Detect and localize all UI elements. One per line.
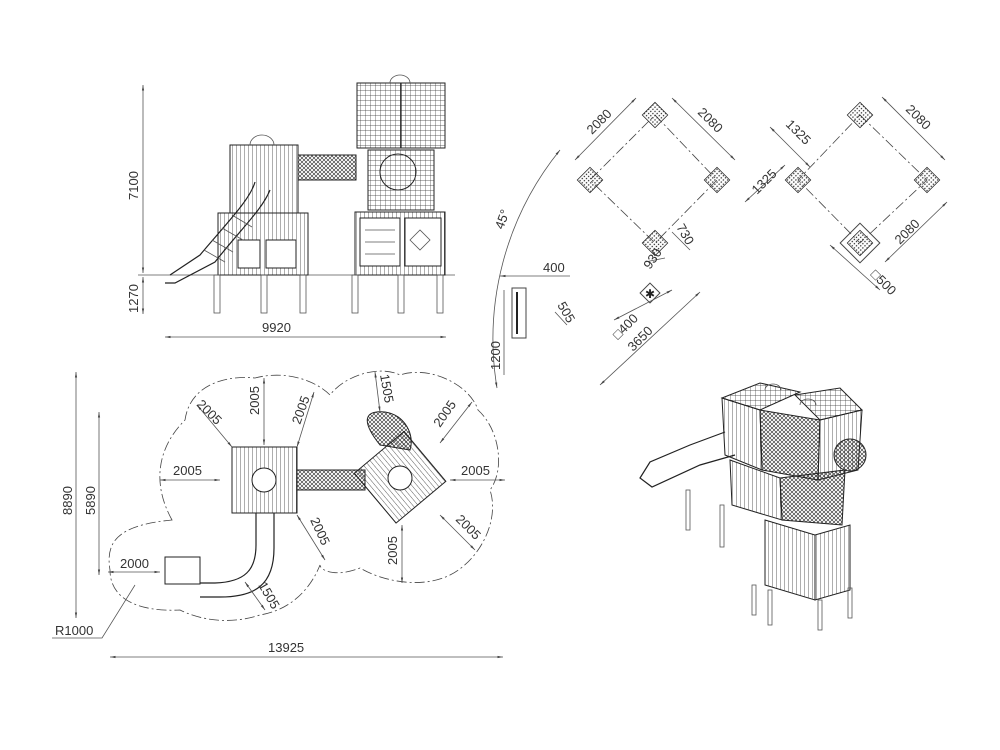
dim-right-side-a: 1325: [783, 117, 814, 148]
dim-zone-3: 2005: [289, 394, 313, 426]
dim-zone-5: 2005: [307, 515, 333, 548]
dim-zone-7: 2005: [461, 463, 490, 478]
dim-zone-1: 2005: [194, 397, 225, 428]
dim-width-total: 13925: [268, 640, 304, 655]
dim-width: 9920: [262, 320, 291, 335]
dim-right-footing-size: □500: [868, 267, 899, 298]
dim-left-side-a: 2080: [584, 106, 615, 137]
dim-zone-8: 2005: [453, 512, 484, 543]
dim-depth-structure: 5890: [83, 486, 98, 515]
dim-zone-6: 2005: [430, 397, 459, 429]
dim-depth-total: 8890: [60, 486, 75, 515]
dim-right-side-d: 2080: [892, 216, 923, 247]
dim-zone-9: 2005: [385, 536, 400, 565]
dim-right-side-c: 2080: [903, 102, 934, 133]
dim-zone-2: 2005: [247, 386, 262, 415]
dim-left-side-b: 2080: [695, 105, 726, 136]
dim-post-thickness: 505: [554, 299, 578, 325]
anchor-icon: ✱: [645, 287, 655, 301]
dim-right-side-b: 1325: [749, 166, 780, 197]
elevation-view: 7100 1270 9920: [126, 74, 455, 339]
dim-height-base: 1270: [126, 284, 141, 313]
dim-angle: 45°: [492, 207, 513, 231]
footing-plans: 45° 400 1200 505 ✱ 2080 2080 730 930 □40…: [488, 96, 948, 389]
dim-post-width: 400: [543, 260, 565, 275]
dim-radius: R1000: [55, 623, 93, 638]
dim-post-depth: 1200: [488, 341, 503, 370]
dim-tube-side: 1505: [377, 373, 397, 404]
dim-slide-exit: 2000: [120, 556, 149, 571]
plan-view: 2005 2005 2005 2005 2005 2005 2005 2005 …: [52, 370, 505, 659]
dim-height-total: 7100: [126, 171, 141, 200]
dim-left-offset-a: 730: [673, 221, 697, 247]
dim-zone-4: 2005: [173, 463, 202, 478]
dim-slide-side: 1505: [255, 579, 282, 612]
isometric-view: [639, 382, 867, 631]
